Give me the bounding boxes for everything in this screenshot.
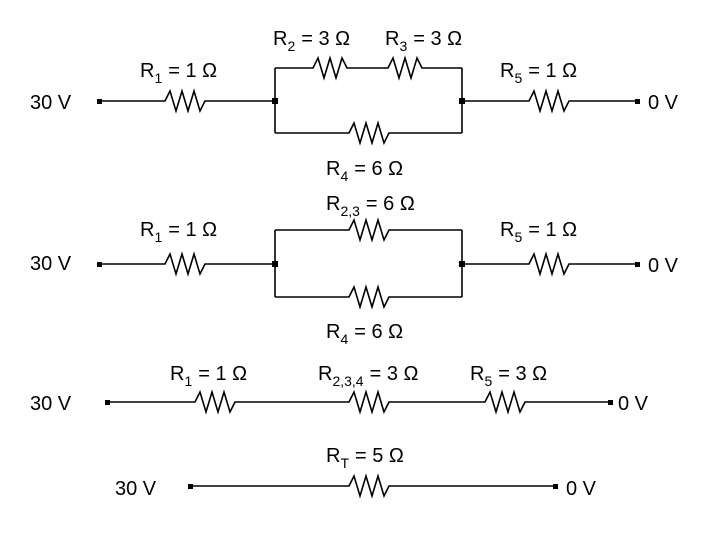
r5-label: R5= 1 Ω [500,60,577,86]
source-voltage-label: 30 V [30,92,72,114]
r1-label: R1= 1 Ω [140,219,217,245]
circuit-4: 30 V 0 V RT= 5 Ω [115,445,597,500]
r1-label: R1= 1 Ω [170,363,247,389]
resistor-r1 [160,88,210,114]
resistor-r5 [525,251,573,277]
source-terminal [97,99,102,104]
r5-label: R5= 3 Ω [470,363,547,389]
resistor-r1 [160,251,210,277]
r1-label: R1= 1 Ω [140,60,217,86]
resistor-r4 [345,120,393,146]
ground-terminal [553,484,558,489]
resistor-r3 [385,55,425,81]
circuit-1: 30 V 0 V R1= 1 Ω R2= 3 Ω R3= 3 Ω R4= 6 Ω… [30,28,679,184]
source-terminal [188,484,193,489]
ground-terminal [635,99,640,104]
ground-voltage-label: 0 V [566,478,597,500]
ground-terminal [608,400,613,405]
source-voltage-label: 30 V [115,478,157,500]
circuit-3: 30 V 0 V R1= 1 Ω R2,3,4= 3 Ω R5= 3 Ω [30,363,649,415]
source-terminal [97,262,102,267]
r4-label: R4= 6 Ω [326,321,403,347]
r2-label: R2= 3 Ω [273,28,350,54]
r4-label: R4= 6 Ω [326,158,403,184]
ground-terminal [635,262,640,267]
resistor-r5 [480,389,530,415]
resistor-r5 [525,88,573,114]
resistor-r4 [345,284,393,310]
ground-voltage-label: 0 V [648,92,679,114]
source-voltage-label: 30 V [30,393,72,415]
resistor-r23 [345,217,393,243]
resistor-r1 [190,389,240,415]
r23-label: R2,3= 6 Ω [326,193,415,219]
rt-label: RT= 5 Ω [326,445,404,471]
resistor-r234 [345,389,393,415]
source-voltage-label: 30 V [30,253,72,275]
resistor-rt [345,473,393,499]
r234-label: R2,3,4= 3 Ω [318,363,419,389]
ground-voltage-label: 0 V [618,393,649,415]
r5-label: R5= 1 Ω [500,219,577,245]
circuit-2: 30 V 0 V R1= 1 Ω R2,3= 6 Ω R4= 6 Ω R5= 1… [30,193,679,347]
ground-voltage-label: 0 V [648,255,679,277]
r3-label: R3= 3 Ω [385,28,462,54]
source-terminal [105,400,110,405]
resistor-r2 [310,55,350,81]
